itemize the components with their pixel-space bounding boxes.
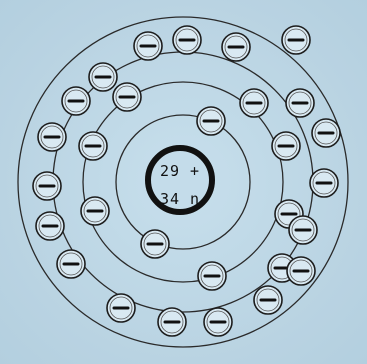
electron [254, 286, 282, 314]
nucleus: 29 + 34 n [148, 148, 212, 212]
electron [38, 123, 66, 151]
electron [62, 87, 90, 115]
electron [287, 257, 315, 285]
nucleus-neutrons: 34 n [160, 190, 200, 208]
electron [36, 212, 64, 240]
electron [173, 26, 201, 54]
electron [282, 26, 310, 54]
electron [240, 89, 268, 117]
electron [81, 197, 109, 225]
electron [289, 216, 317, 244]
electron [198, 262, 226, 290]
electron [141, 230, 169, 258]
electron [204, 308, 232, 336]
electron [158, 308, 186, 336]
electron [312, 119, 340, 147]
electron [79, 132, 107, 160]
electron [107, 294, 135, 322]
electron [286, 89, 314, 117]
electron [310, 169, 338, 197]
electron [222, 33, 250, 61]
electron [57, 250, 85, 278]
electron [89, 63, 117, 91]
electron [197, 107, 225, 135]
electron [113, 83, 141, 111]
electron [33, 172, 61, 200]
nucleus-protons: 29 + [160, 162, 200, 180]
electron [272, 132, 300, 160]
electron [134, 32, 162, 60]
